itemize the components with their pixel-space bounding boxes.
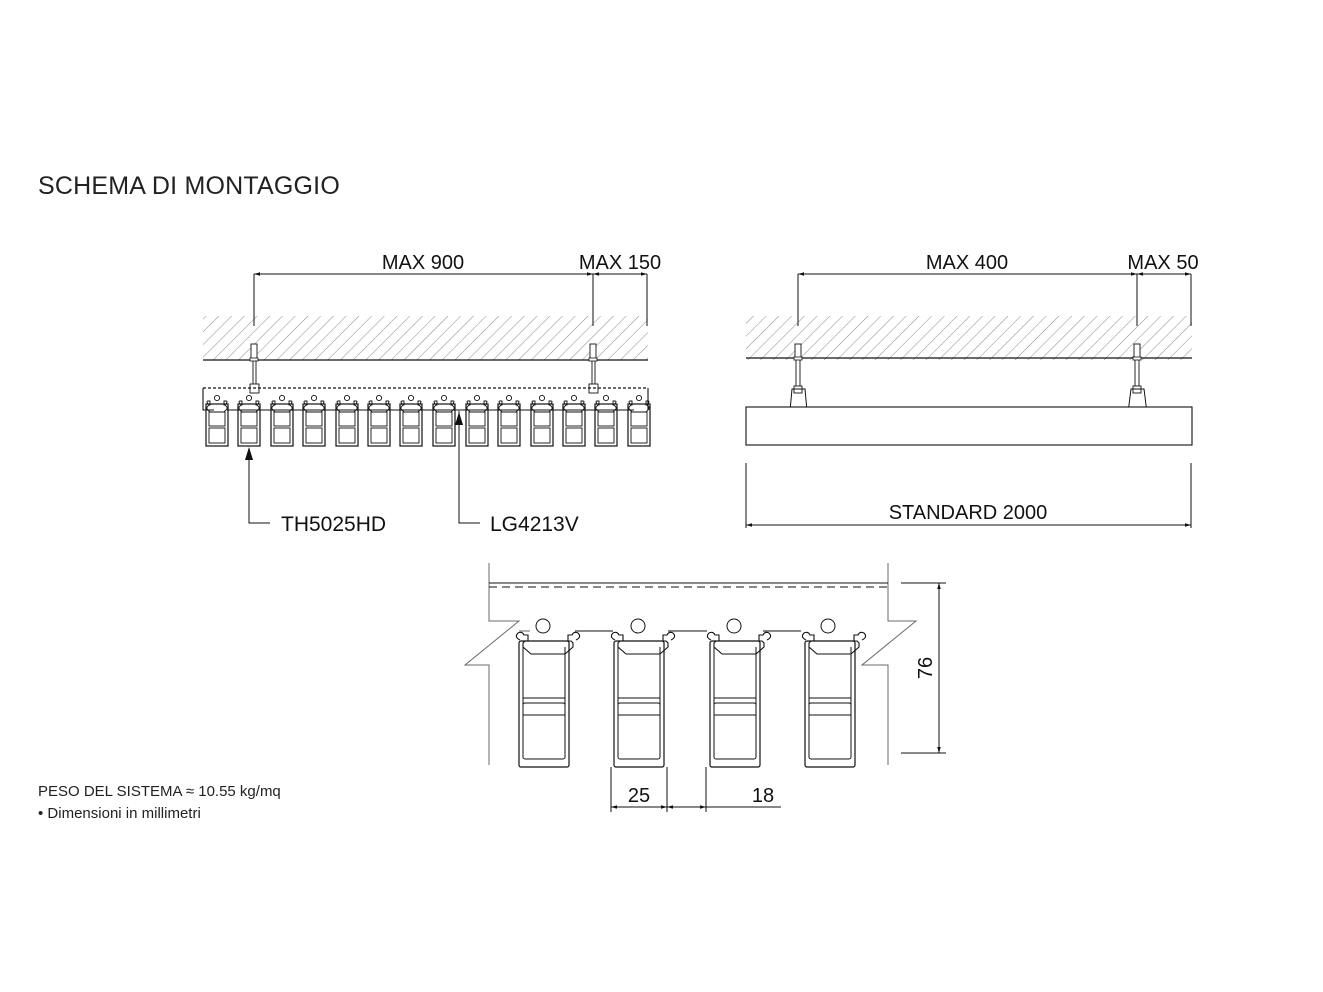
dim-standard-2000: STANDARD 2000: [889, 502, 1048, 524]
ceiling-hatch: [203, 316, 648, 360]
page-title: SCHEMA DI MONTAGGIO: [38, 172, 340, 200]
callout-lg4213v: LG4213V: [455, 411, 579, 536]
dim-max-50: MAX 50: [1127, 252, 1198, 274]
right-view: MAX 400 MAX 50 STANDARD 2000: [745, 252, 1199, 528]
profile-row: [205, 394, 651, 447]
carrier-rail: [202, 387, 649, 411]
units-note: • Dimensioni in millimetri: [38, 805, 201, 822]
left-view: MAX 900 MAX 150: [202, 252, 661, 536]
svg-text:TH5025HD: TH5025HD: [281, 513, 386, 536]
panel-side: [745, 406, 1193, 446]
section-view: 76 25 18: [463, 563, 946, 812]
dim-width-25: 25: [628, 785, 650, 807]
dim-max-900: MAX 900: [382, 252, 464, 274]
ceiling-hatch: [746, 316, 1192, 360]
dim-gap-18: 18: [752, 785, 774, 807]
svg-text:LG4213V: LG4213V: [490, 513, 579, 536]
dim-max-150: MAX 150: [579, 252, 661, 274]
dim-height-76: 76: [915, 657, 937, 679]
dim-max-400: MAX 400: [926, 252, 1008, 274]
hanger-clip-icon: [1127, 343, 1148, 414]
system-weight-note: PESO DEL SISTEMA ≈ 10.55 kg/mq: [38, 783, 281, 800]
hanger-clip-icon: [789, 343, 808, 412]
callout-th5025hd: TH5025HD: [245, 447, 386, 536]
